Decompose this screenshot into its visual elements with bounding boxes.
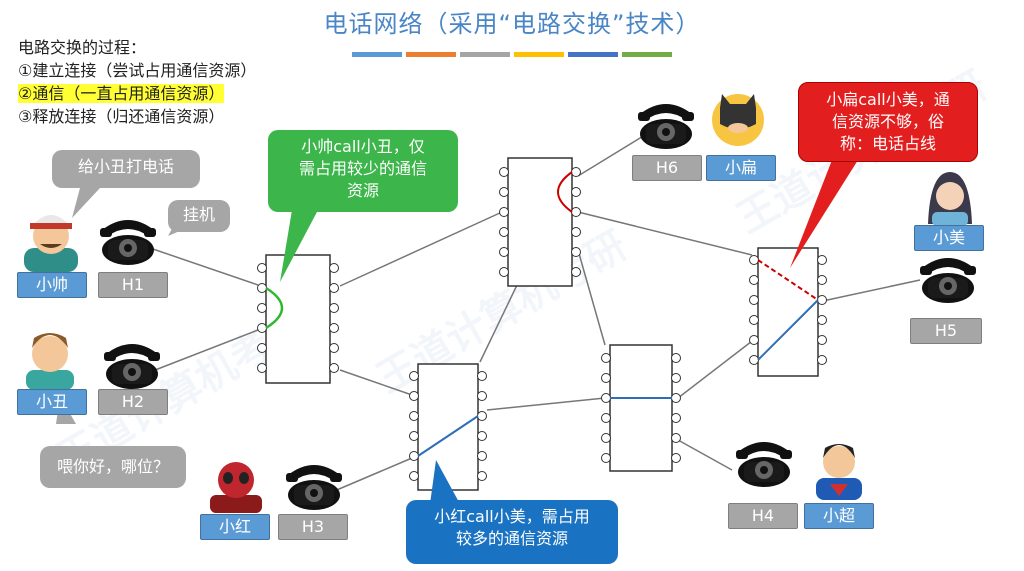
green-note-line-1: 小帅call小丑，仅 [301,137,425,156]
bubble-tail [430,460,460,504]
label-xiaochou: 小丑 [17,389,87,415]
color-bar [406,52,456,57]
label-xiaobian: 小扁 [706,155,776,181]
step-2-highlight: ②通信（一直占用通信资源） [18,84,225,103]
switch-4 [601,344,681,472]
switch-5 [749,247,827,377]
label-xiaoshuai: 小帅 [17,272,87,298]
xiaomei-avatar-icon [928,172,972,226]
label-h3: H3 [278,514,348,540]
switch-3 [409,363,487,491]
color-bar [352,52,402,57]
bubble-hello: 喂你好，哪位？ [40,446,186,488]
bubble-call-xiaochou: 给小丑打电话 [52,150,200,188]
telephone-h6-icon [638,104,694,149]
xiaohong-avatar-icon [210,462,262,513]
bubble-tail [790,160,858,268]
label-xiaochao: 小超 [804,503,874,529]
bubble-tail [280,210,318,282]
xiaochao-avatar-icon [816,444,862,500]
green-note-line-2: 需占用较少的通信 [298,159,427,178]
color-bar [460,52,510,57]
bubble-red-note: 小扁call小美，通 信资源不够，俗 称：电话占线 [798,82,978,162]
blue-note-line-1: 小红call小美，需占用 [434,507,590,526]
link [817,279,921,303]
link [149,329,259,373]
switch-1 [257,254,339,384]
link [577,211,753,256]
link [486,397,606,411]
label-h5: H5 [910,318,982,344]
step-2: ②通信（一直占用通信资源） [18,82,256,105]
label-h4: H4 [728,503,798,529]
steps-heading: 电路交换的过程： [18,38,147,57]
link [339,369,413,396]
link [577,134,646,177]
label-xiaomei: 小美 [914,225,984,251]
telephone-h4-icon [736,442,792,487]
switch-2 [499,157,581,287]
label-h2: H2 [98,389,168,415]
label-h1: H1 [98,272,168,298]
step-1: ①建立连接（尝试占用通信资源） [18,61,257,80]
link [677,337,757,399]
label-xiaohong: 小红 [200,514,270,540]
network-links [149,134,921,493]
telephone-h2-icon [104,344,160,389]
link [677,439,733,471]
telephone-h5-icon [920,258,976,303]
bubble-green-note: 小帅call小丑，仅 需占用较少的通信 资源 [268,130,458,212]
green-note-line-3: 资源 [346,181,379,200]
slide-title: 电话网络（采用“电路交换”技术） [323,10,701,38]
telephone-h1-icon [100,220,156,265]
steps-list: 电路交换的过程： ①建立连接（尝试占用通信资源） ②通信（一直占用通信资源） ③… [18,36,256,128]
blue-note-line-2: 较多的通信资源 [455,529,568,548]
step-3: ③释放连接（归还通信资源） [18,107,225,126]
link [331,457,413,493]
red-note-line-1: 小扁call小美，通 [826,90,950,109]
xiaobian-avatar-icon [712,94,764,146]
telephone-h3-icon [286,465,342,510]
link [149,247,259,286]
color-bar [568,52,618,57]
bubble-hang-up: 挂机 [168,200,230,232]
link [339,211,503,287]
xiaoshuai-avatar-icon [24,215,78,272]
color-bar [514,52,564,57]
label-h6: H6 [632,155,702,181]
red-note-line-3: 称：电话占线 [839,134,936,153]
bubble-blue-note: 小红call小美，需占用 较多的通信资源 [406,500,618,564]
red-note-line-2: 信资源不够，俗 [831,112,944,131]
link [577,249,606,346]
xiaochou-avatar-icon [26,333,74,390]
bubble-tail [72,188,100,218]
color-bar [622,52,672,57]
